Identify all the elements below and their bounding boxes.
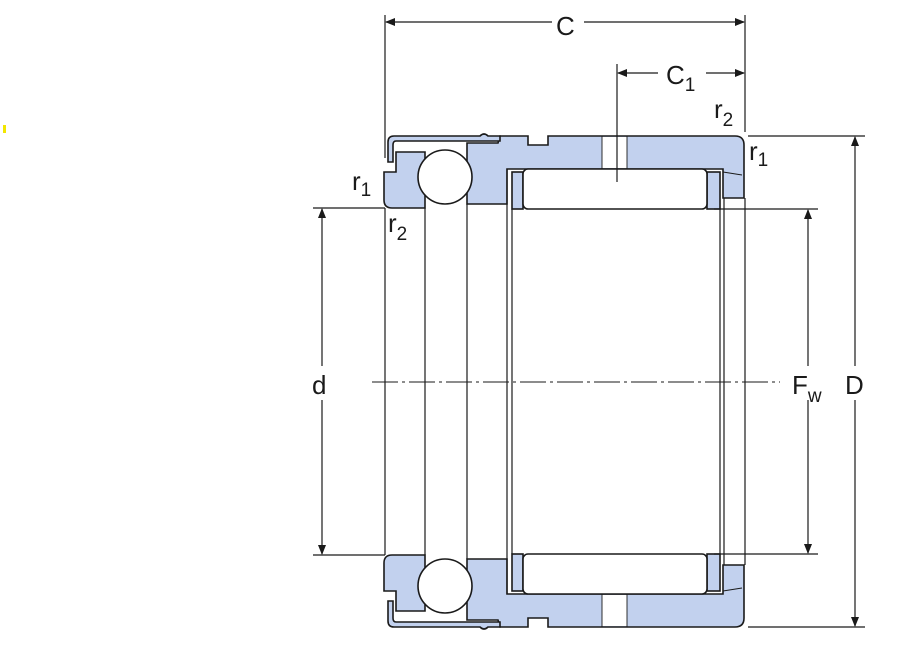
label-r2-left: r	[388, 208, 397, 238]
label-r1-right: r	[749, 136, 758, 166]
svg-text:r2: r2	[388, 208, 407, 245]
svg-text:Fw: Fw	[792, 370, 822, 407]
svg-text:C1: C1	[666, 60, 695, 96]
label-C: C	[556, 11, 575, 41]
label-r2-right: r	[714, 94, 723, 124]
dimension-D: D	[845, 136, 864, 627]
yellow-marker	[3, 125, 6, 133]
label-D: D	[845, 370, 864, 400]
svg-text:r1: r1	[352, 166, 371, 201]
label-Fw: F	[792, 370, 808, 400]
svg-text:r1: r1	[749, 136, 768, 171]
dimension-Fw: Fw	[792, 209, 822, 554]
bearing-bottom-section	[312, 553, 866, 630]
svg-text:r2: r2	[714, 94, 733, 131]
bore-lines	[384, 169, 746, 594]
dimension-C: C	[384, 11, 746, 158]
label-d: d	[312, 370, 326, 400]
dimension-d: d	[312, 208, 326, 555]
bearing-top-section	[312, 133, 866, 210]
label-C1: C	[666, 60, 685, 90]
label-r1-left: r	[352, 166, 361, 196]
dimension-C1: C1	[616, 60, 745, 182]
radius-labels: r1 r2 r2 r1	[352, 94, 768, 245]
